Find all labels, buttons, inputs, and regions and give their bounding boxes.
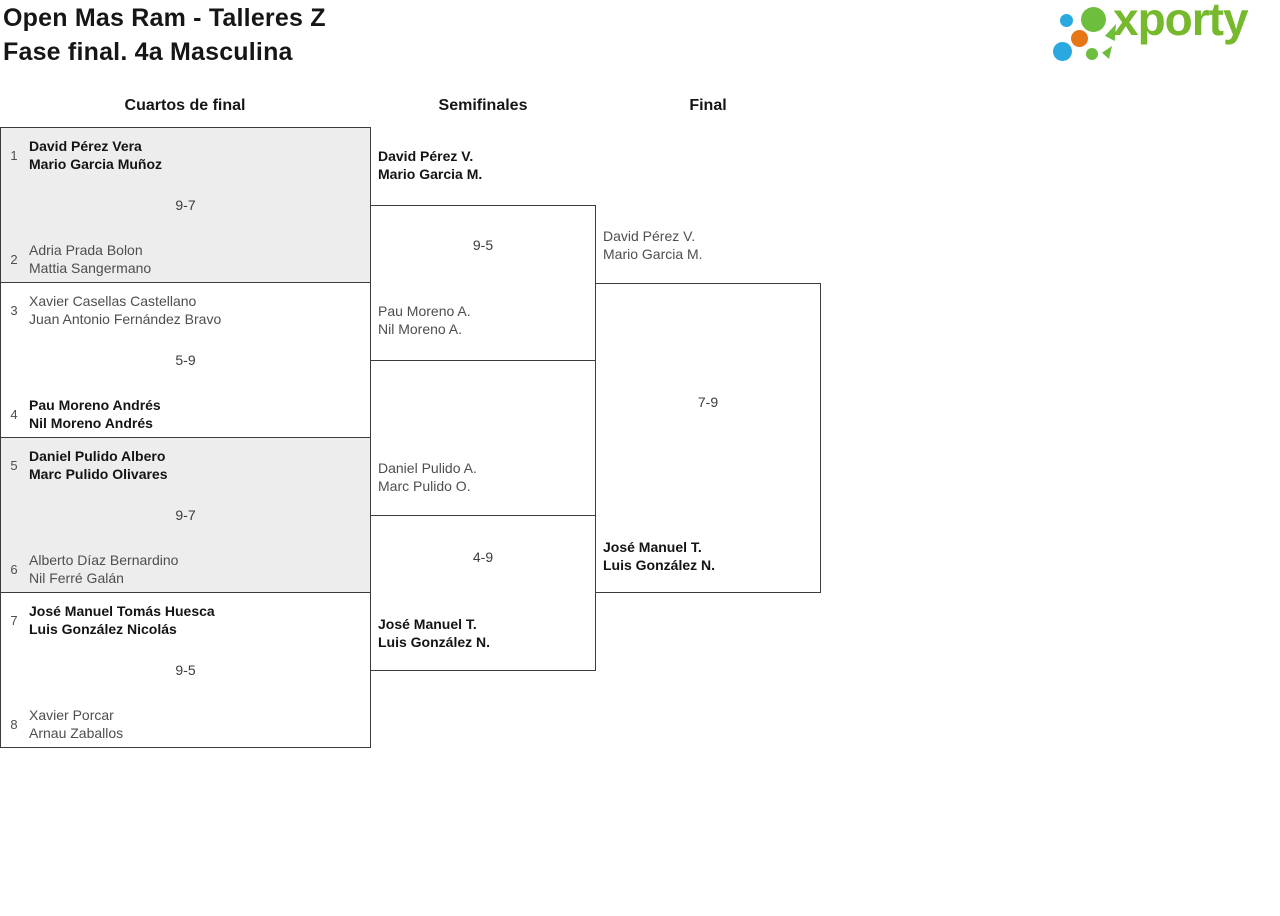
player-name: Juan Antonio Fernández Bravo <box>29 311 222 327</box>
team-pair: David Pérez Vera Mario Garcia Muñoz <box>29 137 162 173</box>
player-name: Nil Ferré Galán <box>29 570 124 586</box>
player-name: David Pérez Vera <box>29 138 142 154</box>
player-name: Arnau Zaballos <box>29 725 124 741</box>
seed-number: 7 <box>10 613 18 628</box>
player-name: Mario Garcia M. <box>603 246 703 262</box>
player-name: Alberto Díaz Bernardino <box>29 552 179 568</box>
player-name: Daniel Pulido Albero <box>29 448 166 464</box>
match-score: 9-5 <box>175 662 196 678</box>
quarterfinal-match-2: 3 Xavier Casellas Castellano Juan Antoni… <box>0 282 371 438</box>
match-score: 9-7 <box>175 507 196 523</box>
team-pair: David Pérez V. Mario Garcia M. <box>378 147 482 183</box>
quarterfinal-match-1: 1 David Pérez Vera Mario Garcia Muñoz 9-… <box>0 127 371 283</box>
logo-dot-icon <box>1060 14 1073 27</box>
seed-number: 2 <box>10 252 18 267</box>
team-pair: José Manuel T. Luis González N. <box>603 538 715 574</box>
player-name: Marc Pulido O. <box>378 478 471 494</box>
logo-spark-icon <box>1105 24 1116 41</box>
seed-number: 1 <box>10 148 18 163</box>
tournament-title: Open Mas Ram - Talleres Z <box>3 4 326 32</box>
team-pair: Adria Prada Bolon Mattia Sangermano <box>29 241 151 277</box>
match-score: 7-9 <box>697 394 719 410</box>
round-header-cuartos: Cuartos de final <box>124 97 246 114</box>
player-name: Nil Moreno Andrés <box>29 415 153 431</box>
logo-dot-icon <box>1086 48 1098 60</box>
team-pair: Xavier Porcar Arnau Zaballos <box>29 706 123 742</box>
team-pair: David Pérez V. Mario Garcia M. <box>603 227 703 263</box>
player-name: Adria Prada Bolon <box>29 242 143 258</box>
player-name: Pau Moreno Andrés <box>29 397 161 413</box>
category-subtitle: Fase final. 4a Masculina <box>3 37 293 66</box>
logo-dot-icon <box>1071 30 1088 47</box>
round-header-semifinales: Semifinales <box>438 97 528 114</box>
round-header-final: Final <box>689 97 727 114</box>
player-name: Pau Moreno A. <box>378 303 471 319</box>
player-name: José Manuel T. <box>603 539 702 555</box>
team-pair: José Manuel T. Luis González N. <box>378 615 490 651</box>
team-pair: Daniel Pulido A. Marc Pulido O. <box>378 459 477 495</box>
team-pair: Daniel Pulido Albero Marc Pulido Olivare… <box>29 447 168 483</box>
player-name: Luis González N. <box>378 634 491 650</box>
seed-number: 3 <box>10 303 18 318</box>
team-pair: Xavier Casellas Castellano Juan Antonio … <box>29 292 221 328</box>
page-title: Open Mas Ram - Talleres Z Fase final. 4a… <box>3 2 326 69</box>
match-score: 4-9 <box>472 549 494 565</box>
player-name: Mattia Sangermano <box>29 260 152 276</box>
quarterfinal-match-3: 5 Daniel Pulido Albero Marc Pulido Oliva… <box>0 437 371 593</box>
match-score: 9-5 <box>472 237 494 253</box>
seed-number: 4 <box>10 407 18 422</box>
final-match <box>595 283 821 593</box>
player-name: Marc Pulido Olivares <box>29 466 168 482</box>
player-name: Luis González Nicolás <box>29 621 177 637</box>
team-pair: Pau Moreno Andrés Nil Moreno Andrés <box>29 396 161 432</box>
xporty-logo: xporty <box>1048 0 1280 70</box>
quarterfinal-match-4: 7 José Manuel Tomás Huesca Luis González… <box>0 592 371 748</box>
player-name: José Manuel T. <box>378 616 477 632</box>
seed-number: 6 <box>10 562 18 577</box>
player-name: Mario Garcia Muñoz <box>29 156 163 172</box>
player-name: José Manuel Tomás Huesca <box>29 603 215 619</box>
match-score: 5-9 <box>175 352 196 368</box>
player-name: Mario Garcia M. <box>378 166 483 182</box>
player-name: Nil Moreno A. <box>378 321 463 337</box>
match-score: 9-7 <box>175 197 196 213</box>
player-name: Luis González N. <box>603 557 716 573</box>
seed-number: 8 <box>10 717 18 732</box>
player-name: Xavier Porcar <box>29 707 114 723</box>
team-pair: José Manuel Tomás Huesca Luis González N… <box>29 602 215 638</box>
team-pair: Alberto Díaz Bernardino Nil Ferré Galán <box>29 551 178 587</box>
logo-dot-icon <box>1053 42 1072 61</box>
team-pair: Pau Moreno A. Nil Moreno A. <box>378 302 471 338</box>
player-name: Xavier Casellas Castellano <box>29 293 197 309</box>
player-name: David Pérez V. <box>603 228 696 244</box>
seed-number: 5 <box>10 458 18 473</box>
logo-wordmark: xporty <box>1113 0 1249 45</box>
player-name: Daniel Pulido A. <box>378 460 477 476</box>
logo-dot-icon <box>1081 7 1106 32</box>
player-name: David Pérez V. <box>378 148 474 164</box>
logo-spark-icon <box>1102 46 1112 59</box>
semifinal-match-2 <box>370 515 596 671</box>
